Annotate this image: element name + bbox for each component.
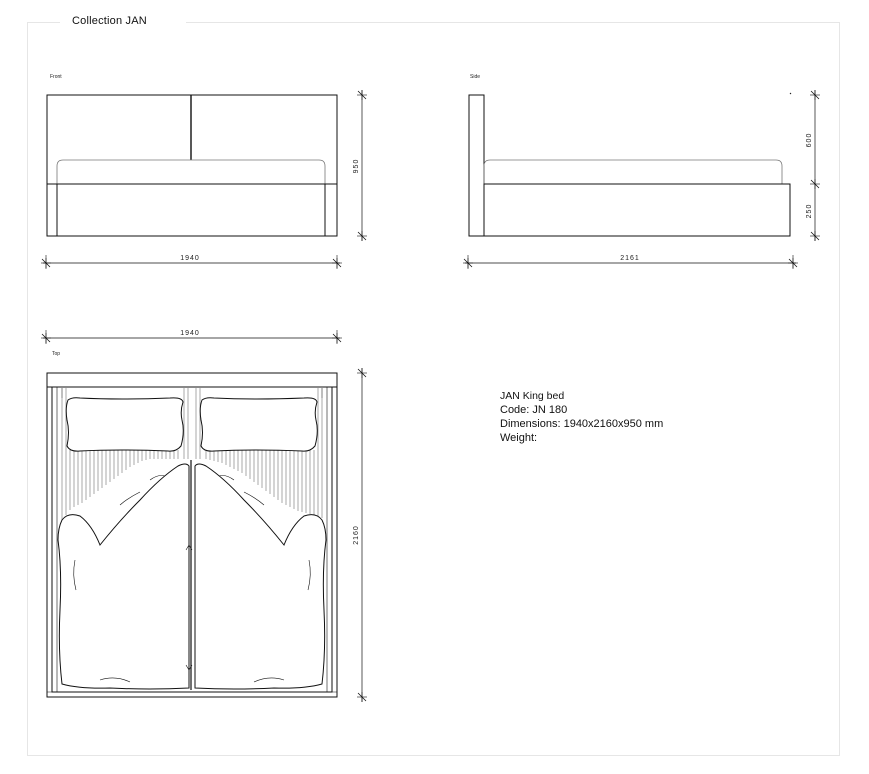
drawing-frame [27,22,840,756]
side-length-dimension: 2161 [462,255,799,269]
side-marker [789,92,792,95]
side-headboard-label: 600 [806,133,813,148]
front-view-label: Front [50,74,62,80]
side-headboard [468,94,485,237]
title-background [60,14,186,30]
front-outline [46,94,338,237]
front-width-dimension: 1940 [40,255,343,269]
left-pillow [65,397,184,452]
right-pillow [199,397,318,452]
side-height-dimension: 600 250 [806,89,821,242]
collection-title: Collection JAN [72,15,147,27]
front-height-label: 950 [353,159,360,174]
side-view-label: Side [470,74,480,80]
product-code: Code: JN 180 [500,404,568,416]
side-mattress [483,159,783,184]
front-width-label: 1940 [180,255,200,262]
product-name: JAN King bed [500,390,565,402]
side-base-label: 250 [806,204,813,219]
top-width-dimension: 1940 [40,330,343,344]
top-length-dimension: 2160 [353,367,368,703]
top-view: Top [46,351,338,698]
product-weight: Weight: [500,432,538,444]
front-height-dimension: 950 [353,89,368,242]
duvet-right [194,463,327,690]
side-length-label: 2161 [620,255,640,262]
duvet-left [57,463,190,690]
front-mattress [56,159,326,184]
side-base [483,183,791,237]
side-view: Side [468,74,792,237]
top-width-label: 1940 [180,330,200,337]
top-length-label: 2160 [353,525,360,545]
top-outline [46,372,338,698]
top-view-label: Top [52,351,60,357]
top-stripes [61,388,323,520]
product-dimensions: Dimensions: 1940x2160x950 mm [500,418,664,430]
front-view: Front [46,74,338,237]
product-info: JAN King bed Code: JN 180 Dimensions: 19… [500,389,663,445]
